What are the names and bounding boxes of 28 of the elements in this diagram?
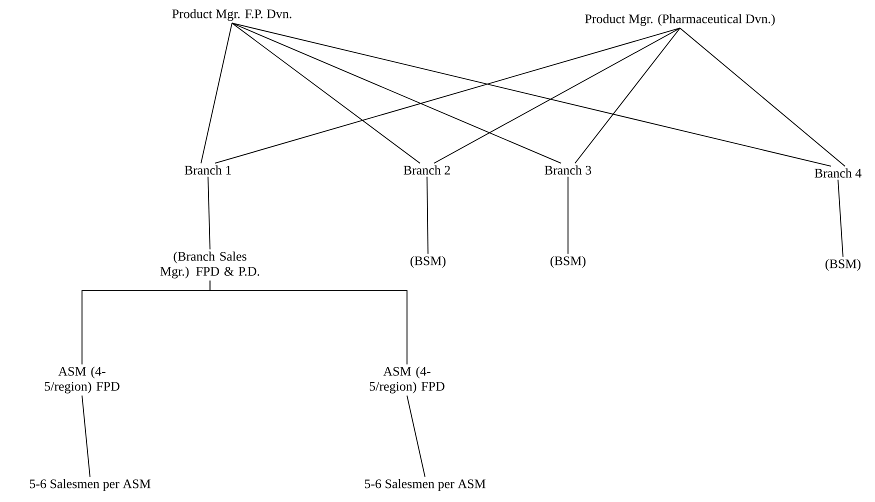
connector-line — [200, 22, 232, 164]
connector-line — [574, 28, 680, 164]
connector-line — [214, 28, 680, 164]
org-label: Branch 3 — [544, 165, 592, 175]
connector-line — [232, 22, 832, 167]
connector-line — [406, 395, 426, 478]
connector-line — [232, 22, 562, 164]
connector-line — [232, 22, 420, 164]
connector-line — [426, 176, 428, 254]
connector-line — [838, 179, 844, 258]
org-label: Product Mgr. (Pharmaceutical Dvn.) — [585, 14, 775, 26]
org-label: 5-6 Salesmen per ASM — [30, 479, 150, 491]
org-label: Branch 2 — [404, 165, 450, 175]
connector-line — [680, 28, 846, 167]
connector-line — [208, 176, 210, 250]
org-label: Product Mgr. F.P. Dvn. — [172, 9, 292, 21]
org-label: 5-6 Salesmen per ASM — [364, 479, 486, 491]
org-label: (Branch Sales Mgr.) FPD & P.D. — [160, 252, 260, 278]
org-label: Branch 1 — [184, 165, 231, 175]
org-label: (BSM) — [826, 259, 860, 271]
org-label: ASM (4-5/region) FPD — [370, 366, 444, 394]
connector-line — [434, 28, 680, 164]
org-label: (BSM) — [550, 256, 586, 268]
org-label: ASM (4-5/region) FPD — [44, 366, 120, 394]
connector-line — [82, 395, 90, 478]
bracket-connector — [210, 280, 408, 365]
org-label: (BSM) — [410, 256, 446, 268]
org-label: Branch 4 — [814, 168, 862, 178]
